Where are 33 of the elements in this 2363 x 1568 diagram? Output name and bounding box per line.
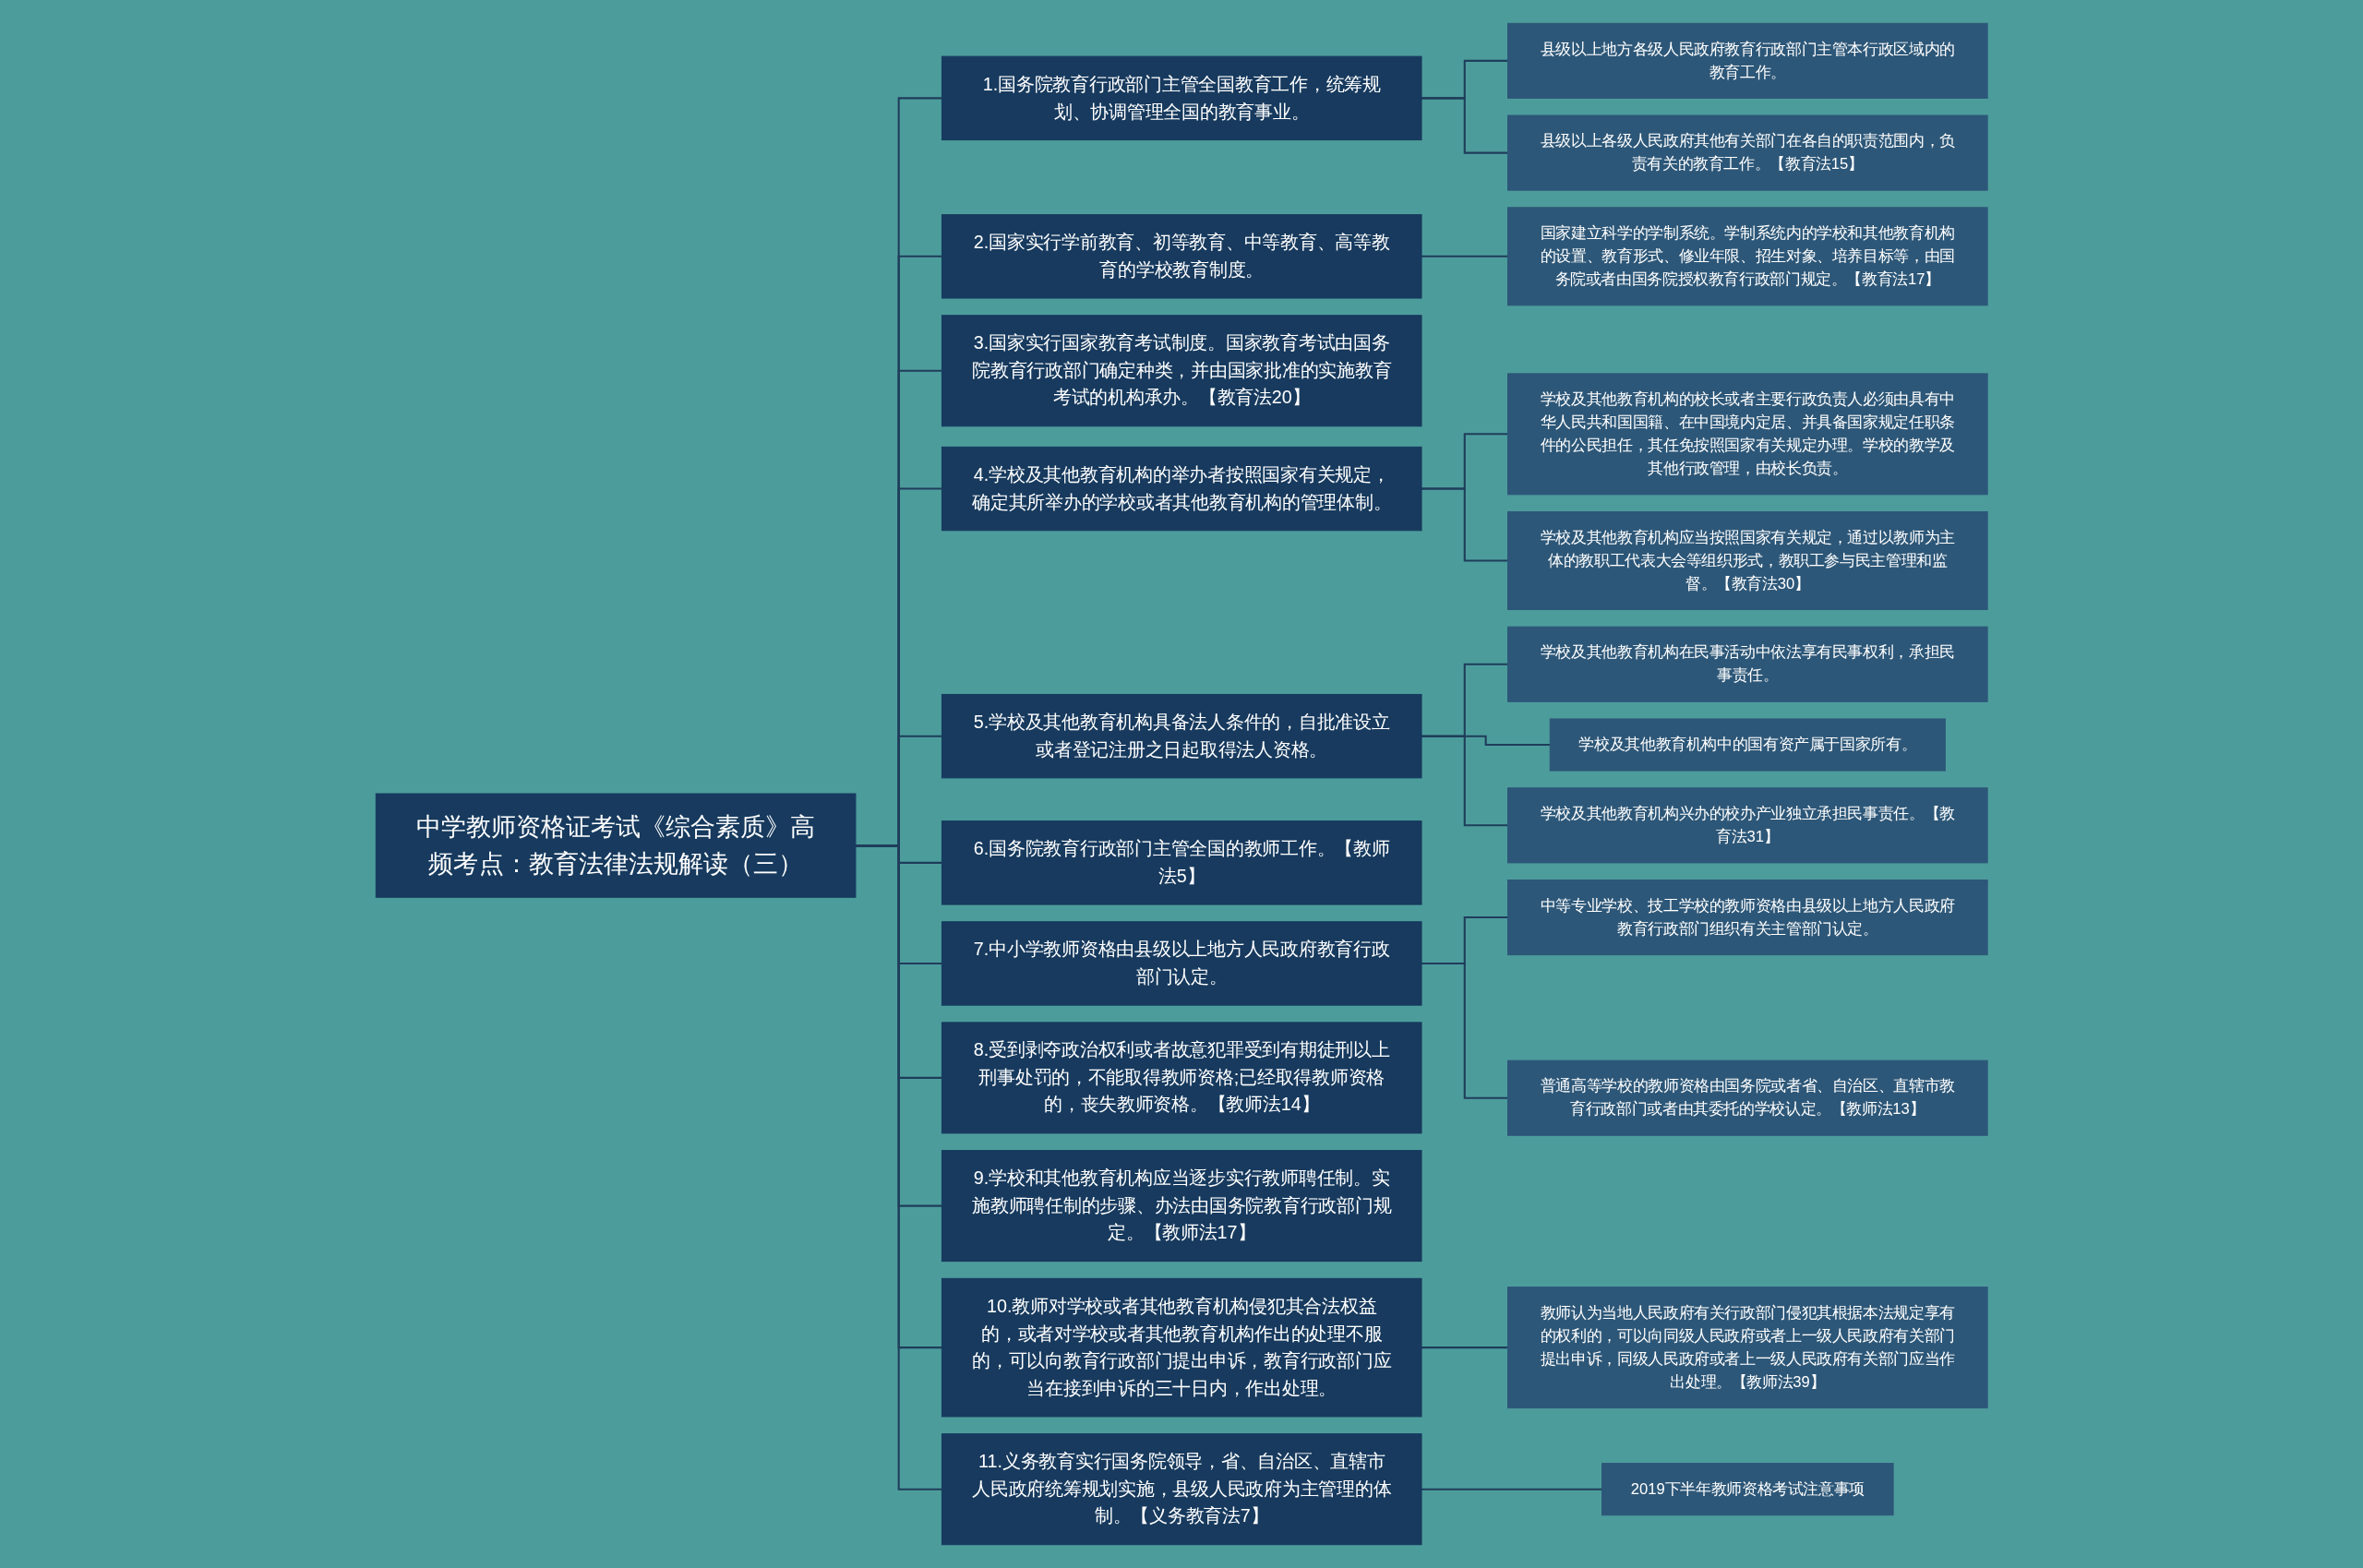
connector [1421, 1347, 1508, 1349]
connector [855, 844, 942, 1490]
node-box [1506, 1059, 1988, 1136]
connector [1421, 97, 1508, 154]
node-box [1506, 511, 1988, 610]
node-box [1506, 1287, 1988, 1409]
node-box [941, 1277, 1422, 1418]
node-box [941, 693, 1422, 779]
connector [1421, 735, 1508, 827]
node-box [941, 1022, 1422, 1134]
node-box [1601, 1463, 1894, 1516]
node-box [941, 446, 1422, 532]
node-box [375, 793, 857, 898]
node-box [1506, 114, 1988, 191]
node-box [1506, 626, 1988, 702]
node-box [941, 315, 1422, 427]
connector [1421, 255, 1508, 257]
node-box [941, 820, 1422, 905]
node-box [941, 55, 1422, 141]
node-box [1549, 718, 1946, 772]
node-box [941, 214, 1422, 299]
node-box [1506, 207, 1988, 306]
node-box [1506, 373, 1988, 496]
connector [1421, 962, 1508, 1099]
node-box [1506, 880, 1988, 956]
node-box [1506, 787, 1988, 864]
node-box [941, 1433, 1422, 1546]
node-box [941, 1150, 1422, 1263]
node-box [1506, 22, 1988, 99]
connector [1421, 487, 1508, 562]
node-box [941, 921, 1422, 1006]
mind-map: 中学教师资格证考试《综合素质》高频考点：教育法律法规解读（三） 1.国务院教育行政部门主管全国教育工作，统筹规划、协调管理全国的教育事业。 县级以上地方各级人民政府教育行政部门主管本行政区域内的教育工作。 县级以上各级人民政府其他有关部门在各自的职责范围内，负责有关的教育工作。【教育法15】 2.国家实行学前教育、初等教育、中等教育、高等教育的学校教育制度。 国家建立科学的学制系统。学制系统内的学校和其他教育机构的设置、教育形式、修业年限、招生对象、培养目标等，由国务院或者由国务院授权教育行政部门规定。【教育法17】 3.国家实行国家教育考试制度。国家教育考试由国务院教育行政部门确定种类，并由国家批准的实施教育考试的机构承办。【教育法20】 4.学校及其他教育机构的举办者按照国家有关规定，确定其所举办的学校或者其他教育机构的管理体制。 学校及其他教育机构的校长或者主要行政负责人必须由具有中华人民共和国国籍、在中国境内定居、并具备国家规定任职条件的公民担任，其任免按照国家有关规定办理。学校的教学及其他行政管理，由校长负责。 学校及其他教育机构应当按照国家有关规定，通过以教师为主体的教职工代表大会等组织形式，教职工参与民主管理和监督。【教育法30】 5.学校及其他教育机构具备法人条件的，自批准设立或者登记注册之日起取得法人资格。 学校及其他教育机构在民事活动中依法享有民事权利，承担民事责任。 学校及其他教育机构中的国有资产属于国家所有。 学校及其他教育机构兴办的校办产业独立承担民事责任。【教育法31】 6.国务院教育行政部门主管全国的教师工作。【教师法5】 7.中小学教师资格由县级以上地方人民政府教育行政部门认定。 中等专业学校、技工学校的教师资格由县级以上地方人民政府教育行政部门组织有关主管部门认定。 普通高等学校的教师资格由国务院或者省、自治区、直辖市教育行政部门或者由其委托的学校认定。【教师法13】 8.受到剥夺政治权利或者故意犯罪受到有期徒刑以上刑事处罚的，不能取得教师资格;已经取得教师资格的，丧失教师资格。【教师法14】 9.学校和其他教育机构应当逐步实行教师聘任制。实施教师聘任制的步骤、办法由国务院教育行政部门规定。【教师法17】 10.教师对学校或者其他教育机构侵犯其合法权益的，或者对学校或者其他教育机构作出的处理不服的，可以向教育行政部门提出申诉，教育行政部门应当在接到申诉的三十日内，作出处理。 教师认为当地人民政府有关行政部门侵犯其根据本法规定享有的权利的，可以向同级人民政府或者上一级人民政府有关部门提出申诉，同级人民政府或者上一级人民政府有关部门应当作出处理。【教师法39】 11.义务教育实行国务院领导，省、自治区、直辖市人民政府统筹规划实施，县级人民政府为主管理的体制。【义务教育法7】 2019下半年教师资格考试注意事项 [367, 16, 1996, 1552]
connector [1421, 1488, 1602, 1490]
